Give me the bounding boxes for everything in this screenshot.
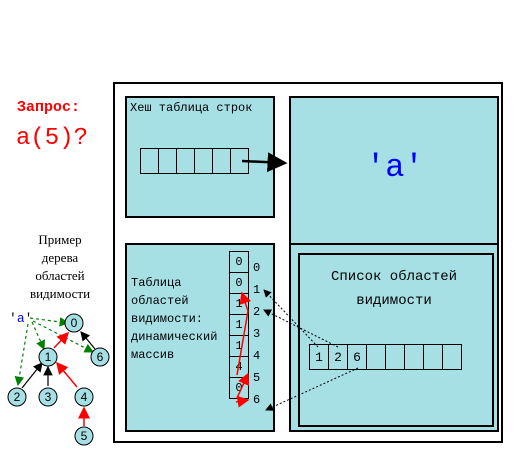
tree-link (80, 331, 96, 350)
tree-node: 2 (7, 387, 27, 407)
hash-to-string-arrow (241, 152, 288, 173)
tree-dashed-link (31, 321, 45, 351)
scope-chain-arrow (236, 372, 250, 399)
string-record-divider (291, 243, 497, 245)
query-value: a(5)? (16, 125, 89, 152)
pointer-arrow (263, 309, 339, 348)
query-label: Запрос: (17, 99, 81, 116)
tree-node: 6 (90, 347, 110, 367)
scope-array-index: 1 (253, 283, 261, 297)
tree-node-label: 3 (45, 390, 52, 404)
tree-link (21, 362, 43, 389)
scope-table-label-line: Таблица (131, 276, 182, 290)
tree-node-label: 5 (81, 429, 88, 443)
scope-array-index: 4 (253, 349, 261, 363)
scope-array-cell: 0 (229, 251, 249, 273)
tree-node: 5 (74, 426, 94, 446)
scope-table-label-line: областей (131, 294, 189, 308)
tree-node: 1 (38, 347, 58, 367)
pointer-arrow (265, 367, 359, 411)
scope-list-title-line: видимости (356, 293, 432, 309)
scope-list-title-line: Список областей (330, 269, 458, 285)
string-symbol: 'a' (366, 149, 424, 186)
scope-list-title: Список областей видимости (300, 265, 488, 313)
hash-table-title: Хеш таблица строк (130, 101, 253, 115)
scope-array-index: 0 (253, 261, 261, 275)
tree-symbol: 'a' (9, 311, 32, 326)
tree-caption: Пример дерева областей видимости (24, 231, 96, 303)
tree-node-label: 4 (81, 390, 88, 404)
tree-caption-line: видимости (29, 286, 91, 301)
pointer-arrow (263, 289, 319, 348)
tree-node-label: 6 (97, 350, 104, 364)
scope-table-box (125, 243, 275, 432)
scope-array-index: 3 (253, 327, 261, 341)
tree-caption-line: Пример (38, 232, 82, 247)
scope-table-label-line: массив (131, 348, 175, 362)
scope-chain-arrow (236, 291, 252, 376)
tree-node-label: 2 (14, 390, 21, 404)
scope-array-index: 5 (253, 371, 261, 385)
tree-node: 0 (64, 313, 84, 333)
scope-array-index: 6 (253, 393, 261, 407)
scope-chain-arrow (235, 395, 250, 408)
tree-symbol-char: a (17, 311, 25, 326)
tree-link (53, 331, 70, 349)
tree-caption-line: областей (35, 268, 85, 283)
tree-node-label: 1 (45, 350, 52, 364)
tree-dashed-link (29, 317, 70, 327)
tree-node: 3 (38, 387, 58, 407)
scope-array-indices: 0 1 2 3 4 5 6 (253, 257, 260, 411)
tree-dashed-link (14, 323, 29, 387)
scope-list-cells: 1 2 6 (309, 344, 462, 370)
tree-dashed-link (32, 320, 95, 353)
scope-table-label-line: видимости: (131, 312, 204, 326)
scope-table-label: Таблица областей видимости: динамический… (131, 274, 217, 364)
tree-link (56, 361, 78, 388)
tree-node-label: 0 (71, 316, 78, 330)
scope-list-cell (442, 344, 462, 370)
tree-node: 4 (74, 387, 94, 407)
scope-list-box (298, 253, 494, 427)
scope-array-index: 2 (253, 305, 261, 319)
tree-caption-line: дерева (41, 250, 79, 265)
scope-table-label-line: динамический (131, 330, 218, 344)
